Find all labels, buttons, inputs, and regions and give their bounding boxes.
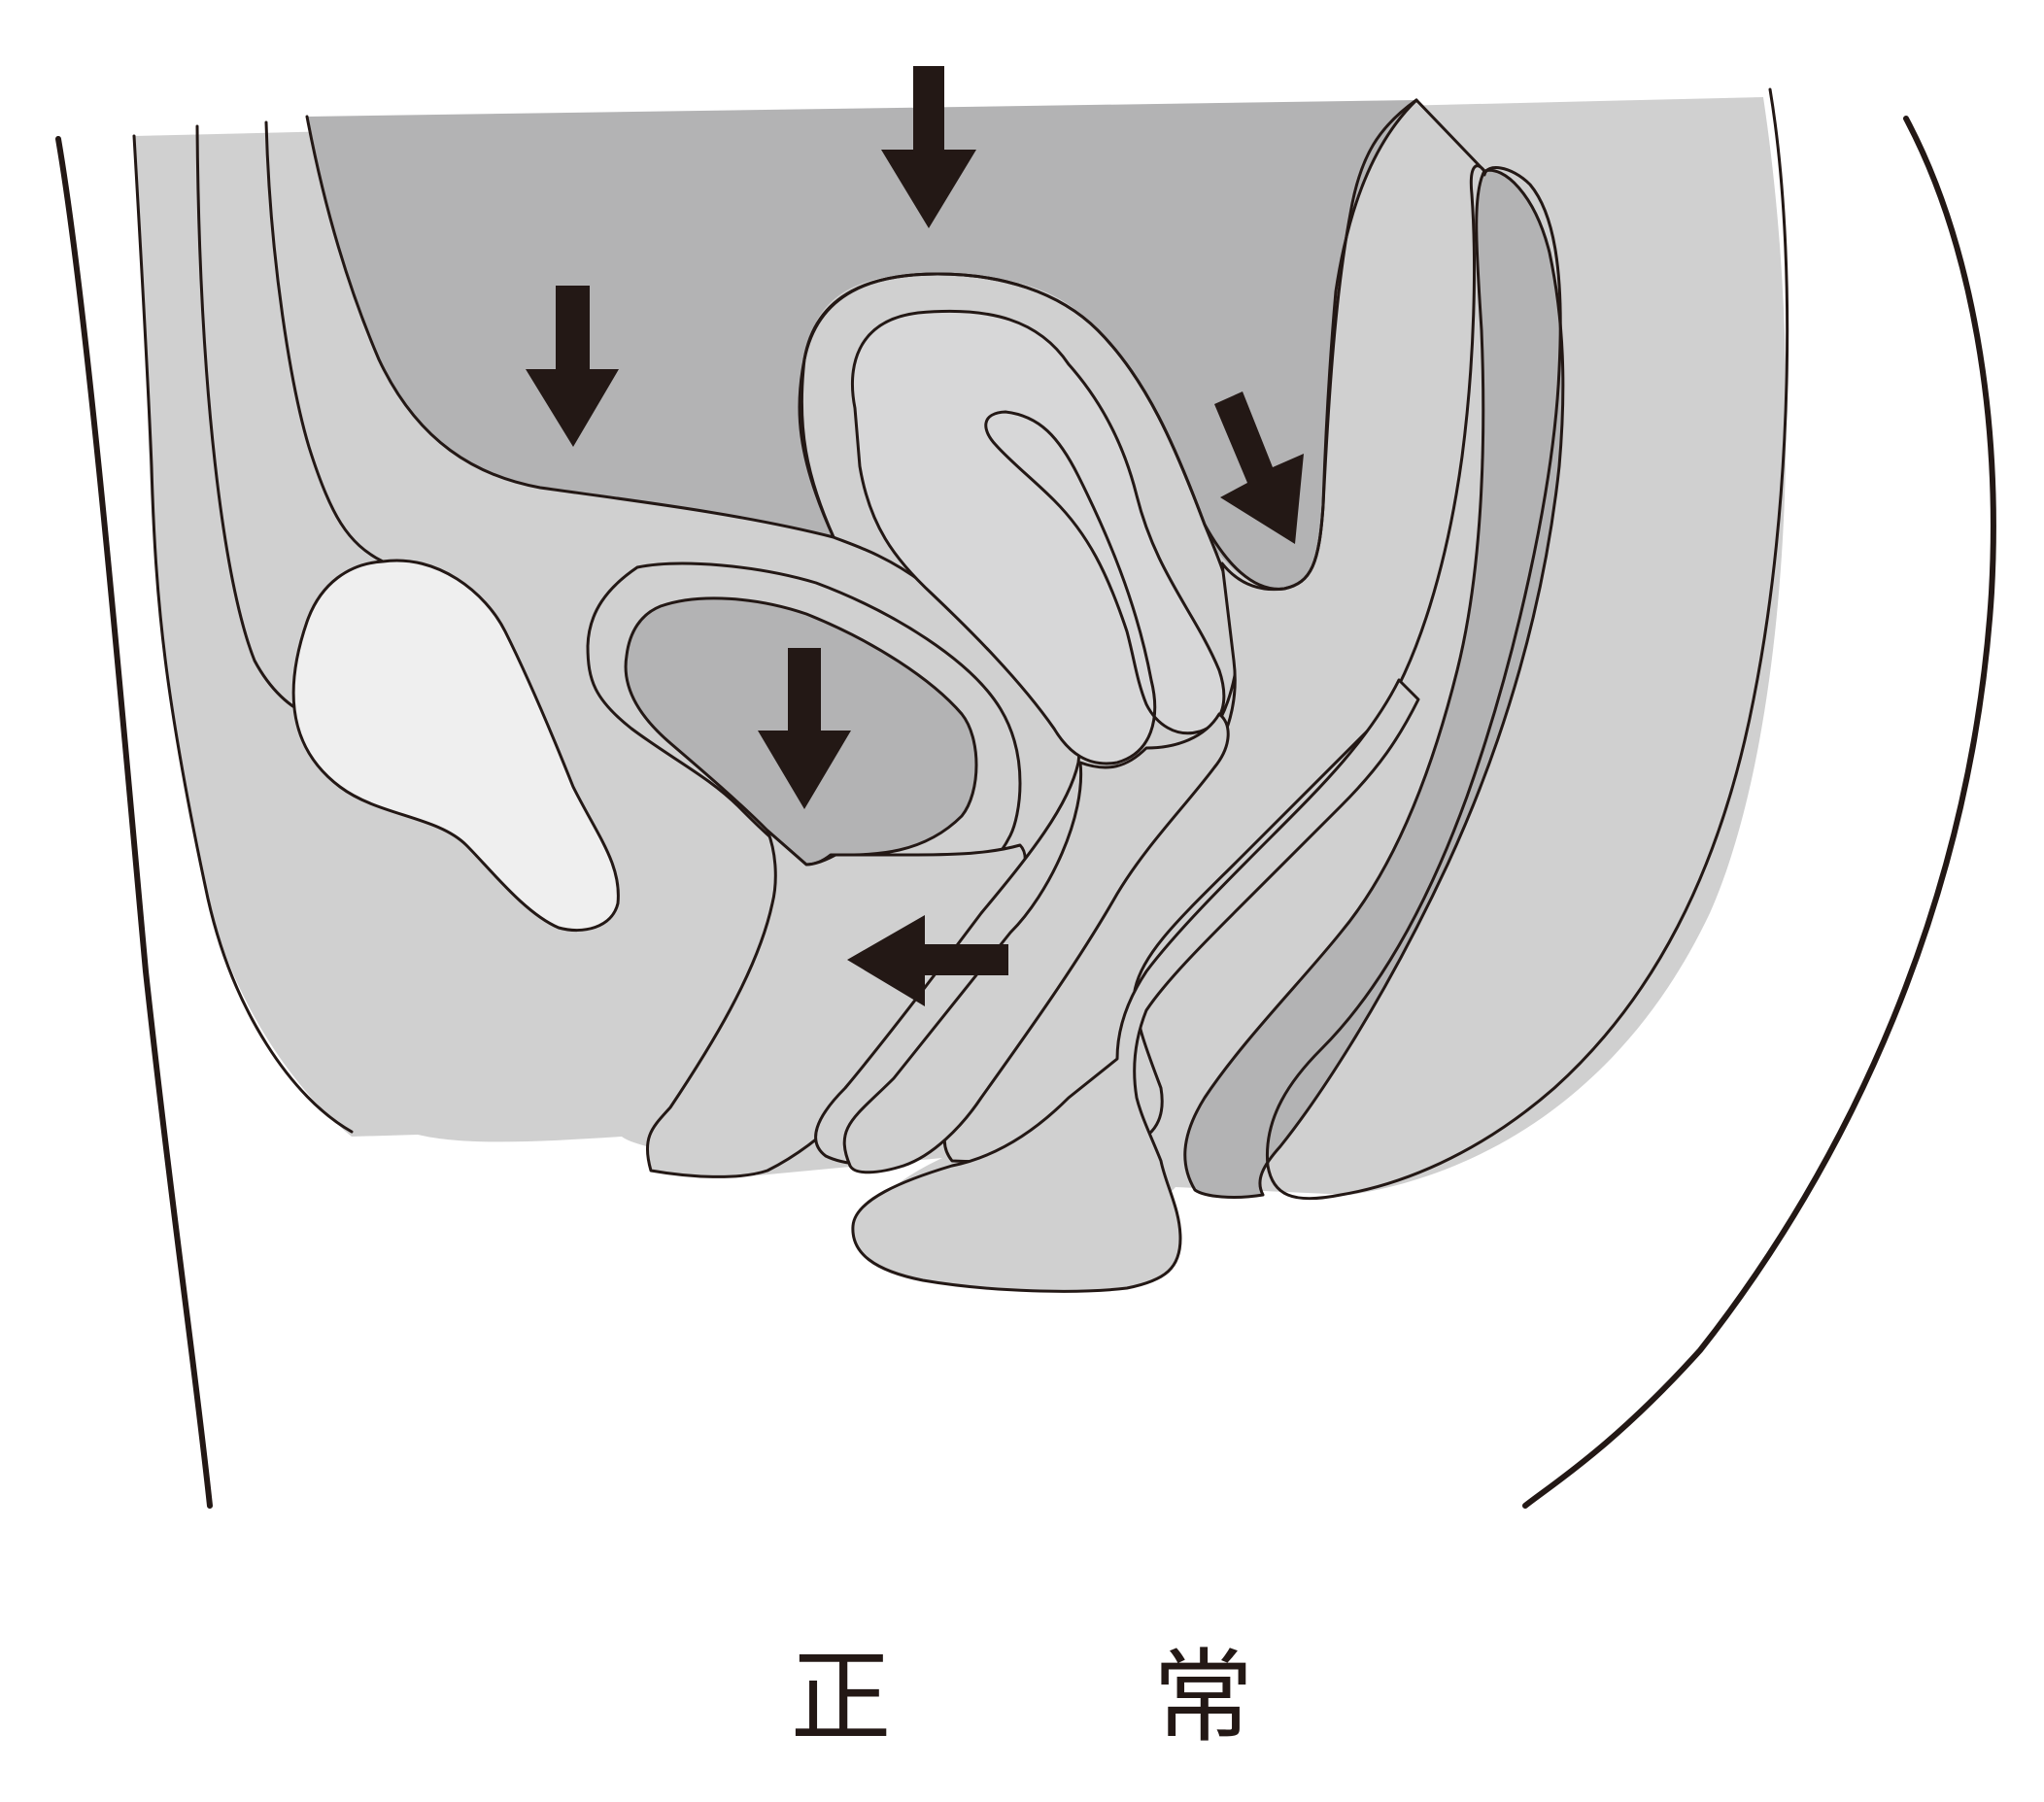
- caption-label: 正 常: [0, 1647, 2044, 1748]
